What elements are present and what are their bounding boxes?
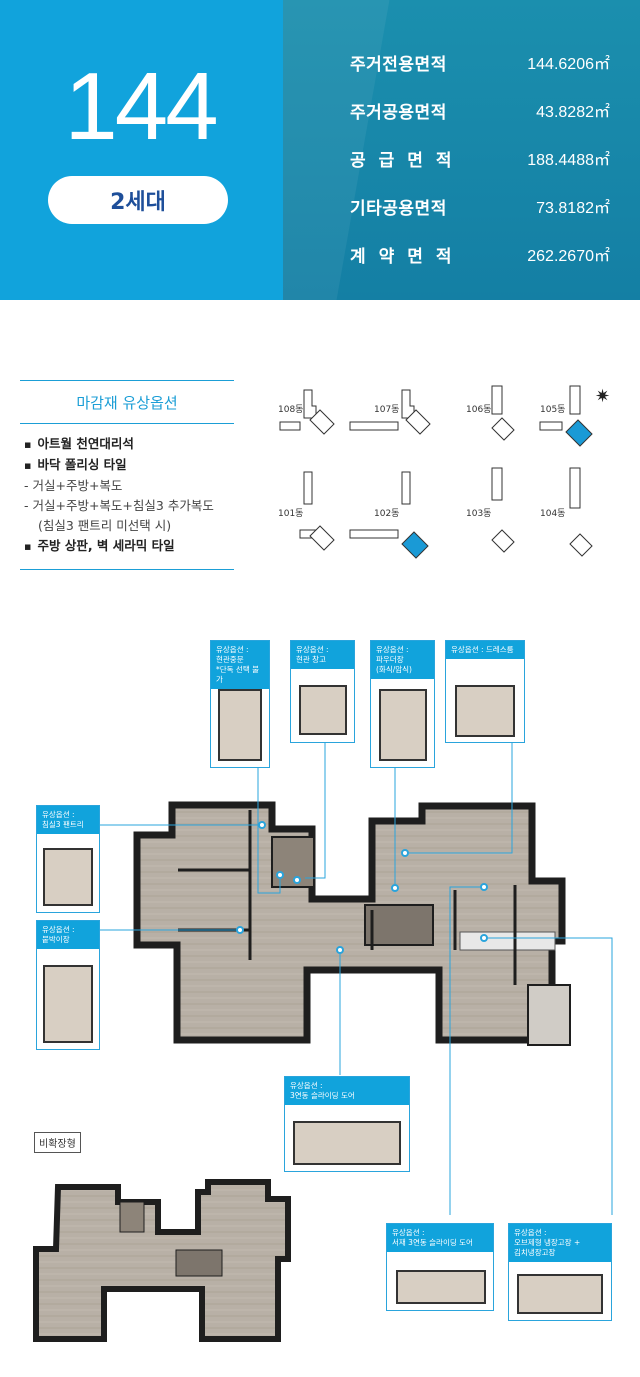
key-plan-107 [349,389,431,435]
non-extended-label: 비확장형 [34,1132,81,1153]
unit-type-panel: 144 2세대 [0,0,283,300]
building-label: 106동 [466,405,492,415]
option-bedroom3-pantry-image [43,848,93,906]
option-sliding-door-3-image [293,1121,401,1165]
list-item: (침실3 팬트리 미선택 시) [38,518,172,533]
area-value: 188.4488㎡ [527,152,610,169]
option-study-sliding-door-callout: 유상옵션 : 서재 3연동 슬라이딩 도어 [386,1223,494,1311]
area-table: 주거전용면적 144.6206㎡ 주거공용면적 43.8282㎡ 공급면적 18… [350,38,610,278]
building-label: 103동 [466,509,492,519]
option-entrance-storage-callout: 유상옵션 : 현관 창고 [290,640,355,743]
key-plan-101 [299,471,335,551]
option-powder-room-label: 유상옵션 : 파우더장 (화식/암식) [371,641,434,679]
area-label: 기타공용면적 [350,198,447,219]
list-item: 아트월 천연대리석 [24,434,234,455]
area-row: 계약면적 262.2670㎡ [350,230,610,278]
key-plan-106 [491,385,515,441]
area-row: 주거공용면적 43.8282㎡ [350,86,610,134]
building-label: 104동 [540,509,566,519]
key-plan-102 [349,471,429,559]
option-bedroom3-pantry-callout: 유상옵션 : 침실3 팬트리 [36,805,100,913]
area-label: 공급면적 [350,150,465,171]
option-powder-room-image [379,689,427,761]
list-item: 주방 상판, 벽 세라믹 타일 [24,536,234,557]
area-value: 73.8182㎡ [536,200,610,217]
finish-options-list: 아트월 천연대리석 바닥 폴리싱 타일 거실+주방+복도 거실+주방+복도+침실… [20,424,234,570]
building-label: 102동 [374,509,400,519]
finish-options-title: 마감재 유상옵션 [20,380,234,424]
option-sliding-door-3-label: 유상옵션 : 3연동 슬라이딩 도어 [285,1077,409,1105]
area-row: 공급면적 188.4488㎡ [350,134,610,182]
option-sliding-door-3-callout: 유상옵션 : 3연동 슬라이딩 도어 [284,1076,410,1172]
building-label: 101동 [278,509,304,519]
option-dress-room-image [455,685,515,737]
option-oven-fridge-image [517,1274,603,1314]
area-value: 262.2670㎡ [527,248,610,265]
key-plan-graphic [279,385,593,559]
option-study-sliding-door-label: 유상옵션 : 서재 3연동 슬라이딩 도어 [387,1224,493,1252]
area-label: 주거공용면적 [350,102,447,123]
household-count-badge: 2세대 [48,176,228,224]
key-plan-105 [539,385,593,447]
list-item: 거실+주방+복도 [24,476,234,496]
area-label: 주거전용면적 [350,54,447,75]
main-floor-plan [133,801,571,1046]
option-dress-room-label: 유상옵션 : 드레스룸 [446,641,524,659]
area-row: 기타공용면적 73.8182㎡ [350,182,610,230]
option-powder-room-callout: 유상옵션 : 파우더장 (화식/암식) [370,640,435,768]
unit-header: 144 2세대 주거전용면적 144.6206㎡ 주거공용면적 43.8282㎡… [0,0,640,300]
callout-leaders [90,743,613,1215]
area-label: 계약면적 [350,246,465,267]
key-plan-104 [569,467,593,557]
non-extended-floor-plan [33,1179,291,1342]
option-entrance-door-label: 유상옵션 : 현관중문 *단독 선택 불가 [211,641,269,689]
unit-type-number: 144 [64,53,218,160]
option-entrance-door-image [218,689,262,761]
floor-plan-section: 유상옵션 : 현관중문 *단독 선택 불가 유상옵션 : 현관 창고 유상옵션 … [0,640,640,1377]
list-item: 바닥 폴리싱 타일 [24,455,234,476]
option-oven-fridge-callout: 유상옵션 : 오브제형 냉장고장 + 김치냉장고장 [508,1223,612,1321]
building-label: 107동 [374,405,400,415]
building-label: 108동 [278,405,304,415]
option-study-sliding-door-image [396,1270,486,1304]
floor-plan-graphic [33,743,613,1342]
area-value: 144.6206㎡ [527,56,610,73]
finish-options-box: 마감재 유상옵션 아트월 천연대리석 바닥 폴리싱 타일 거실+주방+복도 거실… [20,380,234,570]
option-wall-storage-callout: 유상옵션 : 붙박이장 [36,920,100,1050]
area-panel [283,0,640,300]
callout-dots [236,821,488,954]
key-plan-103 [491,467,515,553]
site-key-plans: 108동 107동 106동 105동 101동 102동 103동 104동 … [270,380,630,570]
list-item: 거실+주방+복도+침실3 추가복도 [24,496,234,516]
option-entrance-door-callout: 유상옵션 : 현관중문 *단독 선택 불가 [210,640,270,768]
option-wall-storage-image [43,965,93,1043]
building-label: 105동 [540,405,566,415]
option-entrance-storage-label: 유상옵션 : 현관 창고 [291,641,354,669]
option-wall-storage-label: 유상옵션 : 붙박이장 [37,921,99,949]
key-plan-108 [279,389,335,435]
area-row: 주거전용면적 144.6206㎡ [350,38,610,86]
option-oven-fridge-label: 유상옵션 : 오브제형 냉장고장 + 김치냉장고장 [509,1224,611,1262]
area-value: 43.8282㎡ [536,104,610,121]
option-bedroom3-pantry-label: 유상옵션 : 침실3 팬트리 [37,806,99,834]
option-entrance-storage-image [299,685,347,735]
compass-icon: ✷ [595,386,611,407]
option-dress-room-callout: 유상옵션 : 드레스룸 [445,640,525,743]
